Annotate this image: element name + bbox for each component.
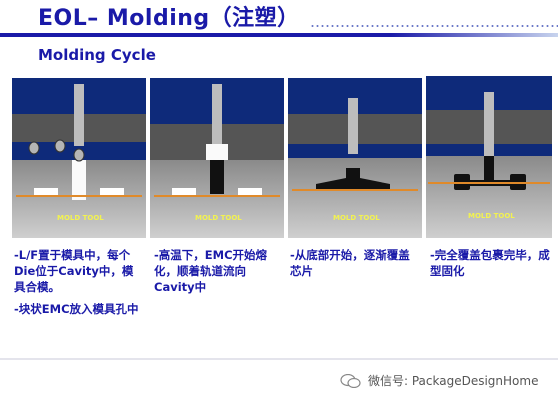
molding-step-4-image: MOLD TOOL	[426, 76, 552, 238]
caption-step-4-line-1: -完全覆盖包裹完毕，成型固化	[430, 248, 550, 278]
page-title: EOL– Molding（注塑）	[38, 6, 300, 31]
title-dotted-rule	[310, 25, 558, 27]
molding-step-3-image: MOLD TOOL	[288, 78, 422, 238]
molding-step-1-image: MOLD TOOL	[12, 78, 146, 238]
mold-tool-label: MOLD TOOL	[333, 214, 380, 222]
title-rule	[0, 33, 558, 37]
caption-step-2-line-1: -高温下，EMC开始熔化，顺着轨道流向Cavity中	[154, 248, 268, 294]
mold-tool-label: MOLD TOOL	[195, 214, 242, 222]
watermark: 微信号: PackageDesignHome	[340, 372, 538, 389]
caption-step-3-line-1: -从底部开始，逐渐覆盖芯片	[290, 248, 410, 278]
caption-step-3: -从底部开始，逐渐覆盖芯片	[290, 247, 418, 285]
caption-step-1-line-2: -块状EMC放入模具孔中	[14, 302, 139, 316]
section-subtitle: Molding Cycle	[38, 46, 156, 64]
caption-step-1-line-1: -L/F置于模具中，每个Die位于Cavity中，模具合模。	[14, 248, 134, 294]
footer-rule	[0, 358, 558, 360]
mold-tool-label: MOLD TOOL	[57, 214, 104, 222]
mold-tool-label: MOLD TOOL	[468, 212, 515, 220]
watermark-text: 微信号: PackageDesignHome	[368, 374, 539, 388]
wechat-icon	[340, 373, 361, 388]
molding-step-2-image: MOLD TOOL	[150, 78, 284, 238]
caption-step-2: -高温下，EMC开始熔化，顺着轨道流向Cavity中	[154, 247, 280, 301]
caption-step-4: -完全覆盖包裹完毕，成型固化	[430, 247, 552, 285]
caption-step-1: -L/F置于模具中，每个Die位于Cavity中，模具合模。 -块状EMC放入模…	[14, 247, 144, 323]
